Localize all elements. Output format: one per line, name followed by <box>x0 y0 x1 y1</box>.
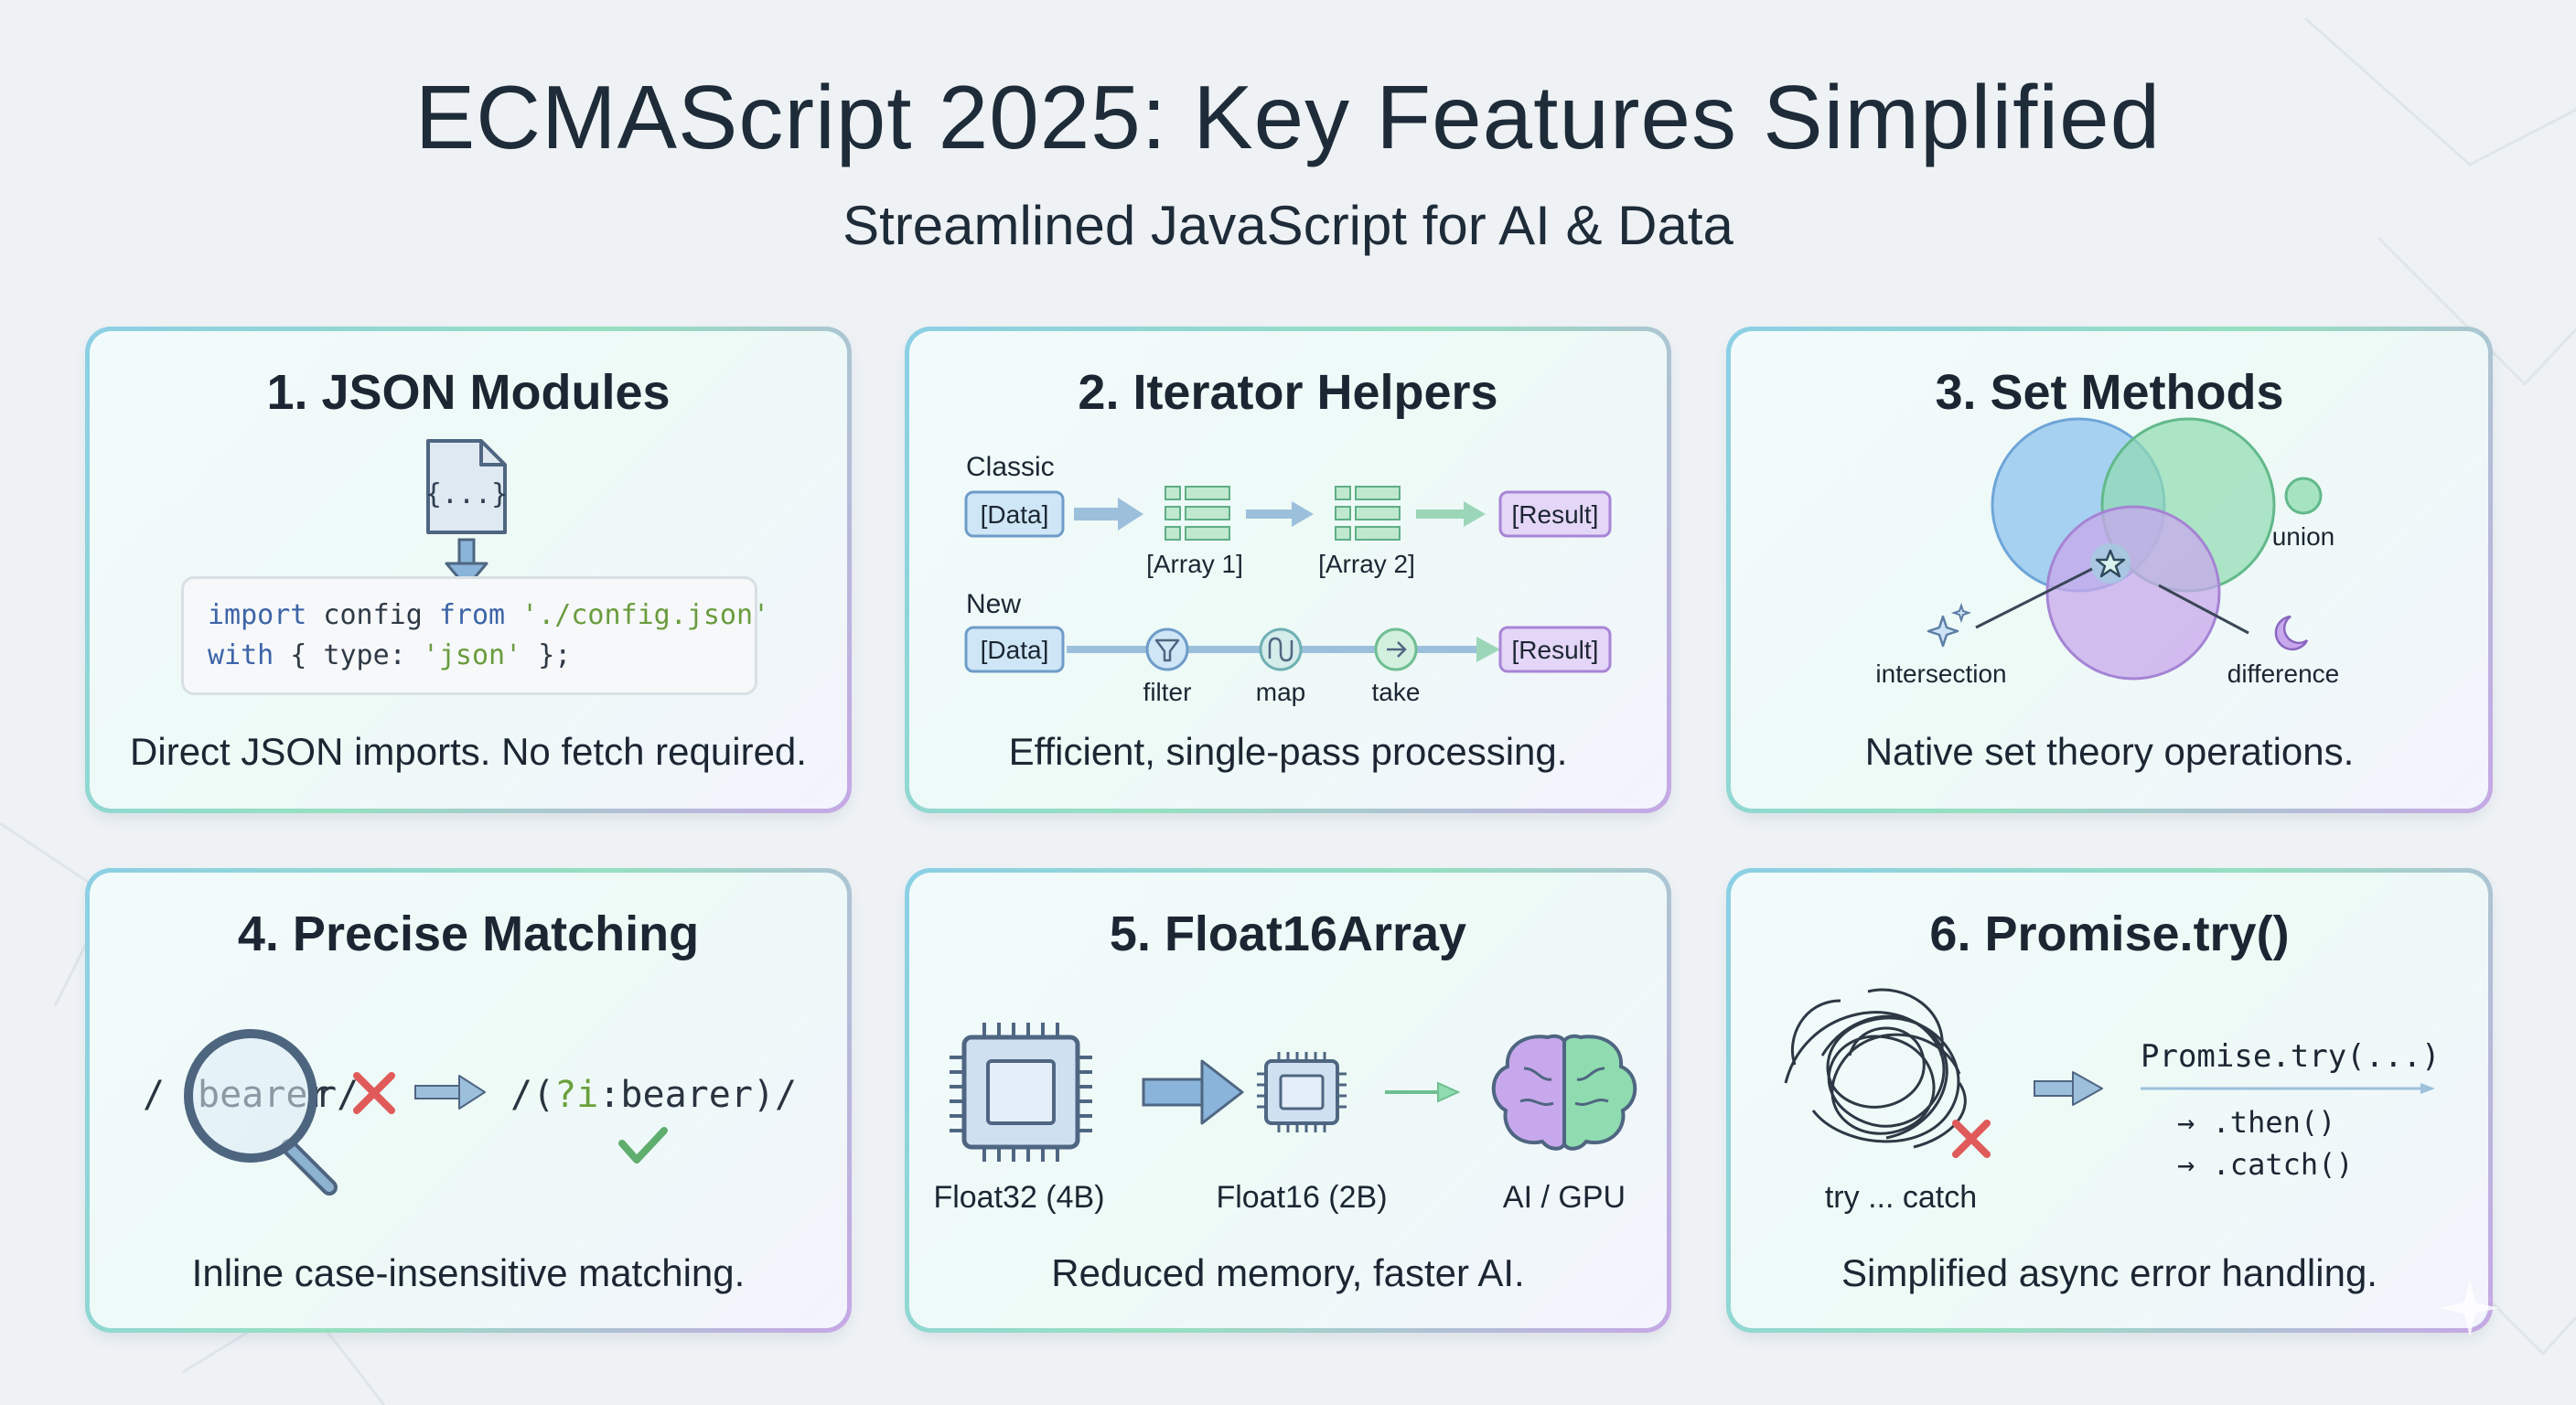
down-arrow-icon <box>445 538 488 589</box>
regex-new: /(?i:bearer)/ <box>510 1074 797 1116</box>
map-icon <box>1259 627 1303 671</box>
union-icon <box>2284 477 2323 515</box>
svg-text:{...}: {...} <box>425 478 508 510</box>
card-caption: Efficient, single-pass processing. <box>1008 730 1568 773</box>
card-float16array: 5. Float16Array Float32 (4B) <box>909 873 1667 1328</box>
float16-label: Float16 (2B) <box>1216 1180 1387 1215</box>
arrow-icon <box>1074 498 1143 531</box>
filter-icon <box>1145 627 1189 671</box>
json-file-icon: {...} <box>425 439 508 534</box>
page-subtitle: Streamlined JavaScript for AI & Data <box>843 195 1733 256</box>
svg-text:[Data]: [Data] <box>981 636 1049 664</box>
regex-illustration: / bearer r/ /(?i:bearer)/ <box>143 1029 797 1196</box>
card-json-modules: 1. JSON Modules {...} import config from… <box>90 331 847 809</box>
map-label: map <box>1256 678 1305 706</box>
array-2-icon <box>1335 486 1401 541</box>
card-caption: Direct JSON imports. No fetch required. <box>130 730 807 773</box>
catch-code: → .catch() <box>2177 1147 2354 1182</box>
card-precise-matching: 4. Precise Matching / bearer r/ /(?i:bea… <box>90 873 847 1328</box>
regex-tail: r/ <box>315 1074 359 1116</box>
float16-illustration: Float32 (4B) Float16 (2B) AI / GPU <box>933 1023 1637 1215</box>
json-file-illustration: {...} <box>425 439 508 589</box>
card-title: 5. Float16Array <box>1109 906 1467 961</box>
classic-label: Classic <box>966 452 1055 482</box>
arrow-icon <box>2034 1071 2103 1106</box>
star-icon <box>2090 543 2131 584</box>
card-title: 2. Iterator Helpers <box>1078 365 1498 420</box>
moon-icon <box>2274 615 2309 651</box>
array-1-label: [Array 1] <box>1146 550 1243 578</box>
ai-gpu-label: AI / GPU <box>1503 1180 1626 1215</box>
magnifier-icon <box>184 1029 338 1196</box>
cross-icon <box>1952 1120 1991 1158</box>
card-caption: Inline case-insensitive matching. <box>191 1251 746 1294</box>
iterator-flow-diagram: Classic [Data] [Array 1] [Array 2] [Resu… <box>964 452 1612 706</box>
arrow-icon <box>1385 1081 1461 1103</box>
card-title: 1. JSON Modules <box>266 365 671 420</box>
promise-try-code: Promise.try(...) <box>2141 1038 2441 1075</box>
brain-icon <box>1491 1034 1637 1151</box>
card-title: 4. Precise Matching <box>237 906 700 961</box>
arrow-icon <box>414 1075 486 1110</box>
svg-text:[Result]: [Result] <box>1512 636 1599 664</box>
filter-label: filter <box>1143 678 1192 706</box>
set-c-circle <box>2045 505 2221 681</box>
regex-slash: / <box>143 1074 165 1116</box>
venn-diagram: union intersection difference <box>1875 417 2339 688</box>
arrow-icon <box>1416 501 1486 527</box>
classic-result-chip: [Result] <box>1498 490 1612 538</box>
intersection-pointer <box>1975 567 2093 629</box>
take-icon <box>1374 627 1418 671</box>
float32-chip-icon <box>950 1023 1092 1162</box>
new-data-chip: [Data] <box>964 626 1065 673</box>
promise-try-illustration: try ... catch Promise.try(...) → .then()… <box>1784 988 2441 1215</box>
card-set-methods: 3. Set Methods union intersection differ… <box>1731 331 2488 809</box>
then-code: → .then() <box>2177 1105 2335 1140</box>
float32-label: Float32 (4B) <box>933 1180 1104 1215</box>
card-promise-try: 6. Promise.try() try ... catch Promise.t… <box>1731 873 2488 1328</box>
classic-data-chip: [Data] <box>964 490 1065 538</box>
difference-pointer <box>2158 584 2249 635</box>
card-caption: Simplified async error handling. <box>1841 1251 2377 1294</box>
arrow-icon <box>1246 501 1314 527</box>
code-snippet: import config from './config.json' with … <box>181 576 769 695</box>
card-caption: Reduced memory, faster AI. <box>1051 1251 1525 1294</box>
sparkle-watermark-icon <box>2441 1279 2499 1337</box>
card-caption: Native set theory operations. <box>1864 730 2355 773</box>
page-title: ECMAScript 2025: Key Features Simplified <box>414 67 2162 167</box>
new-result-chip: [Result] <box>1498 626 1612 673</box>
intersection-label: intersection <box>1875 660 2006 688</box>
union-label: union <box>2272 522 2335 551</box>
card-iterator-helpers: 2. Iterator Helpers Classic [Data] [Arra… <box>909 331 1667 809</box>
new-label: New <box>966 589 1021 619</box>
cross-icon <box>353 1072 395 1114</box>
difference-label: difference <box>2227 660 2339 688</box>
try-catch-label: try ... catch <box>1825 1180 1977 1215</box>
array-2-label: [Array 2] <box>1318 550 1415 578</box>
take-label: take <box>1372 678 1421 706</box>
arrow-icon <box>1142 1059 1244 1125</box>
card-title: 3. Set Methods <box>1935 365 2284 420</box>
array-1-icon <box>1165 486 1230 541</box>
float16-chip-icon <box>1257 1052 1347 1132</box>
tangled-scribble-icon <box>1784 988 1967 1149</box>
svg-text:[Result]: [Result] <box>1512 500 1599 529</box>
checkmark-icon <box>618 1127 668 1164</box>
card-title: 6. Promise.try() <box>1929 906 2290 961</box>
sparkle-icon <box>1927 602 1972 648</box>
svg-text:[Data]: [Data] <box>981 500 1049 529</box>
